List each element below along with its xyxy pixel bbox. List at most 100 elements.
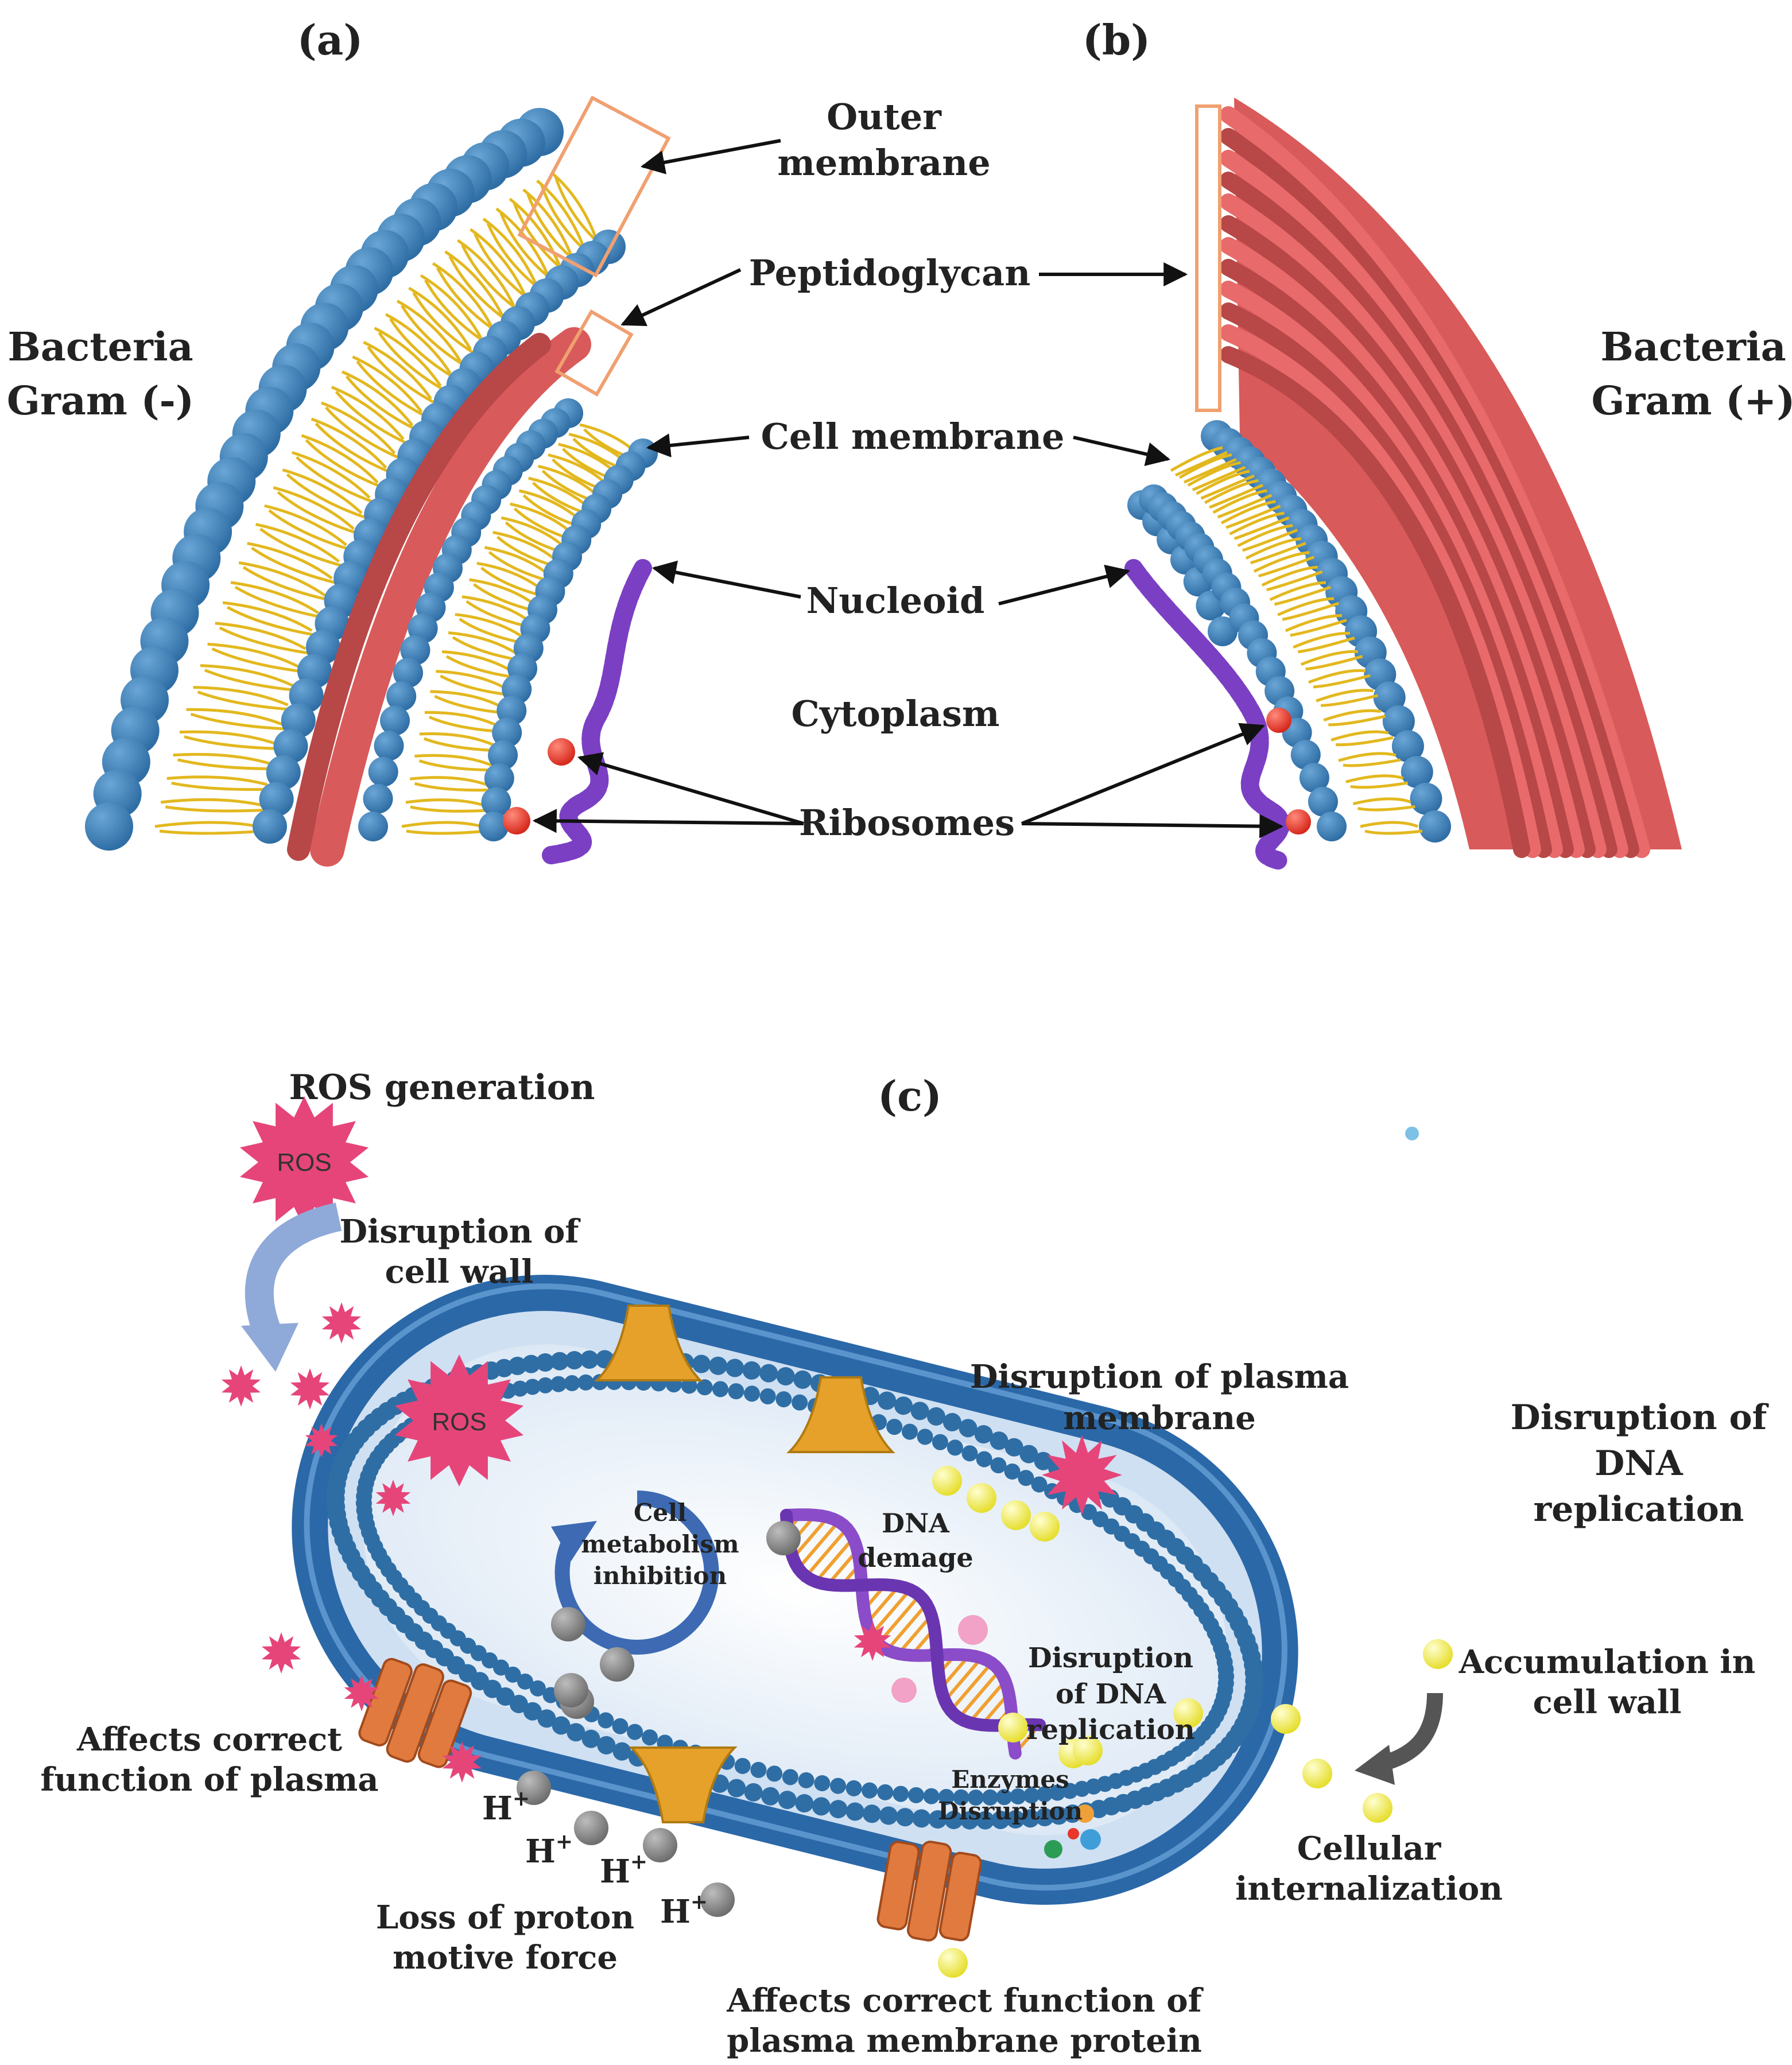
lipid-head [363, 783, 393, 814]
lipid-tail [1360, 821, 1418, 828]
lipid-head [393, 658, 423, 688]
ros-star-shape [442, 1741, 482, 1783]
lipid-tail [1305, 655, 1363, 671]
membrane-head-dot [709, 1356, 728, 1375]
lipid-tail [154, 821, 259, 828]
lipid-tail [277, 491, 359, 535]
lipid-head [273, 729, 308, 764]
lipid-tail [424, 279, 487, 344]
lipid-tail [456, 239, 515, 306]
label-proton: H+ [482, 1787, 530, 1827]
ros-particle [375, 1480, 411, 1516]
membrane-head-dot [512, 1380, 529, 1397]
membrane-head-dot [795, 1794, 814, 1812]
lipid-tail [1266, 570, 1323, 592]
membrane-head-dot [727, 1779, 746, 1798]
membrane-head-dot [961, 1445, 978, 1462]
lipid-tail [1338, 752, 1397, 762]
lipid-tail [424, 711, 502, 729]
lipid-tail [331, 386, 405, 440]
lipid-tail [1253, 551, 1310, 573]
proton-particle [551, 1607, 585, 1641]
membrane-head-dot [923, 1788, 940, 1804]
lipid-tail [414, 782, 494, 792]
lipid-tail [389, 318, 456, 379]
lipid-tail [1297, 636, 1355, 654]
membrane-head-dot [926, 1407, 945, 1426]
lipid-tail [335, 390, 409, 445]
membrane-head-dot [1021, 1809, 1039, 1828]
lipid-tail [432, 262, 493, 328]
ros-burst-inside [394, 1354, 524, 1486]
membrane-head-dot [580, 1350, 599, 1369]
ros-particle [854, 1622, 891, 1661]
lipid-tail [396, 300, 462, 362]
lipid-tail [1261, 565, 1318, 587]
membrane-head-dot [1034, 1451, 1053, 1470]
label-outer-membrane-line2: membrane [777, 142, 990, 184]
ros-particle [261, 1632, 301, 1674]
membrane-head-dot [1018, 1470, 1034, 1486]
dna-base-pair [814, 1537, 855, 1583]
outer-membrane-bracket [517, 95, 671, 278]
ribosome-dot [548, 738, 575, 766]
lipid-tail [345, 375, 418, 432]
lipid-tail [444, 250, 504, 317]
membrane-head-dot [1031, 1476, 1048, 1493]
membrane-head-dot [894, 1396, 913, 1415]
proton-particle [517, 1771, 551, 1805]
label-accumulation-line1: Accumulation in [1459, 1643, 1756, 1681]
lipid-head [492, 717, 522, 748]
lipid-head [1290, 739, 1321, 770]
membrane-channel-orange [876, 1841, 982, 1942]
particle-blue [1080, 1829, 1101, 1850]
dna-base-pair [870, 1588, 912, 1636]
label-enzymes-disruption-line2: Disruption [938, 1797, 1083, 1825]
membrane-protein-gold [786, 1376, 895, 1453]
membrane-head-dot [947, 1439, 963, 1456]
lipid-tail [1331, 730, 1389, 742]
label-nucleoid: Nucleoid [806, 580, 985, 622]
peptidoglycan-bracket [554, 309, 634, 397]
top-arrows [532, 139, 1284, 839]
membrane-head-dot [953, 1789, 969, 1806]
lipid-tail [410, 776, 489, 787]
dna-base-pair [886, 1603, 928, 1651]
membrane-head-dot [581, 1729, 600, 1748]
lipid-tail [419, 732, 497, 748]
lipid-tail [414, 754, 493, 767]
lipid-tail [1258, 556, 1315, 578]
membrane-head-dot [550, 1376, 567, 1392]
membrane-head-dot [1004, 1463, 1021, 1480]
proton-particles [517, 1521, 801, 1917]
label-disruption-dna-replication-line2: DNA [1595, 1443, 1684, 1484]
membrane-head-dot [509, 1695, 528, 1714]
membrane-head-dot [742, 1361, 761, 1380]
peptidoglycan-strand [1220, 281, 1563, 858]
label-affects-plasma-line1: Affects correct [76, 1721, 342, 1759]
lipid-tail [412, 292, 476, 355]
label-proton: H+ [525, 1830, 573, 1870]
membrane-channel-orange [358, 1658, 472, 1768]
membrane-head-dot [792, 1394, 808, 1411]
lipid-tail [171, 781, 272, 791]
membrane-head-dot [642, 1729, 658, 1746]
nanoparticle [1001, 1500, 1031, 1530]
lipid-tail [1352, 797, 1411, 806]
lipid-tail [190, 712, 288, 731]
lipid-tail [461, 595, 534, 626]
label-disruption-dna-replication-line1: Disruption of [1511, 1398, 1770, 1438]
membrane-head-dot [1036, 1786, 1053, 1803]
lipid-tail [513, 203, 566, 273]
peptidoglycan-strand [1220, 172, 1618, 858]
membrane-head-dot [508, 1356, 527, 1375]
lipid-tail [455, 613, 528, 642]
lipid-tail [406, 829, 487, 835]
label-disruption-cell-wall-line1: Disruption of [340, 1213, 581, 1251]
lipid-tail [1293, 631, 1351, 649]
lipid-head [1419, 810, 1451, 843]
lipid-tail [356, 360, 427, 418]
label-proton: H+ [660, 1890, 708, 1931]
lipid-tail [1229, 511, 1285, 535]
